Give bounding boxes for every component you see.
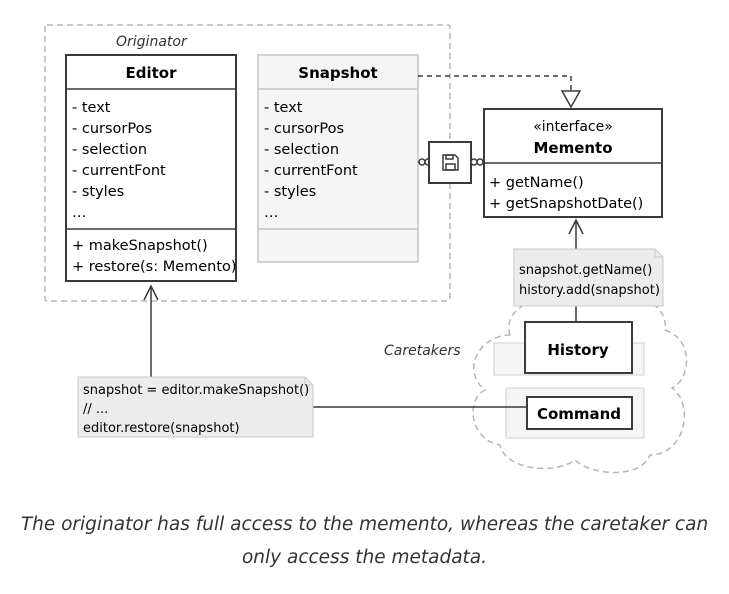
originator-note: snapshot = editor.makeSnapshot() // ... … (77, 376, 314, 438)
snapshot-field: - styles (264, 184, 316, 200)
memento-class-name: Memento (533, 139, 612, 157)
floppy-disk-icon (428, 141, 472, 184)
editor-field: - selection (72, 142, 147, 158)
realization-line (418, 75, 572, 91)
figure-caption: The originator has full access to the me… (0, 508, 729, 574)
editor-method: + restore(s: Memento) (72, 259, 237, 275)
originator-group (44, 24, 451, 302)
caretakers-label: Caretakers (384, 343, 461, 359)
snapshot-field: - selection (264, 142, 339, 158)
originator-note-line: snapshot = editor.makeSnapshot() (83, 383, 309, 398)
editor-field: … (72, 205, 87, 221)
originator-label: Originator (116, 34, 188, 50)
snapshot-class: Snapshot - text - cursorPos - selection … (257, 54, 419, 263)
editor-class: Editor - text - cursorPos - selection - … (65, 54, 237, 282)
realization-arrowhead (560, 90, 582, 109)
editor-field: - cursorPos (72, 121, 152, 137)
nesting-connector-left (418, 158, 426, 166)
caretakers-cloud (472, 292, 688, 474)
caption-line: The originator has full access to the me… (20, 514, 709, 535)
editor-class-name: Editor (126, 64, 178, 82)
snapshot-field: - currentFont (264, 163, 358, 179)
snapshot-field: - text (264, 100, 303, 116)
editor-method: + makeSnapshot() (72, 238, 208, 254)
command-class: Command (505, 387, 645, 439)
caretaker-note-line: snapshot.getName() (519, 263, 652, 278)
memento-stereotype: «interface» (533, 119, 613, 135)
memento-diagram: Originator Caretakers Editor - text - cu… (44, 24, 688, 474)
snapshot-field: - cursorPos (264, 121, 344, 137)
memento-method: + getSnapshotDate() (489, 196, 643, 212)
history-class: History (493, 321, 645, 376)
snapshot-field: … (264, 205, 279, 221)
originator-note-line: editor.restore(snapshot) (83, 421, 240, 436)
caretaker-note: snapshot.getName() history.add(snapshot) (513, 248, 664, 307)
snapshot-class-name: Snapshot (298, 64, 377, 82)
caption-line: only access the metadata. (241, 547, 488, 568)
editor-field: - currentFont (72, 163, 166, 179)
editor-field: - text (72, 100, 111, 116)
memento-method: + getName() (489, 175, 584, 191)
history-class-name: History (547, 341, 608, 359)
originator-note-line: // ... (83, 402, 108, 417)
editor-field: - styles (72, 184, 124, 200)
nesting-connector-right (470, 158, 478, 166)
caretaker-note-line: history.add(snapshot) (519, 283, 660, 298)
command-class-name: Command (537, 405, 621, 423)
memento-interface: «interface» Memento + getName() + getSna… (483, 108, 663, 218)
